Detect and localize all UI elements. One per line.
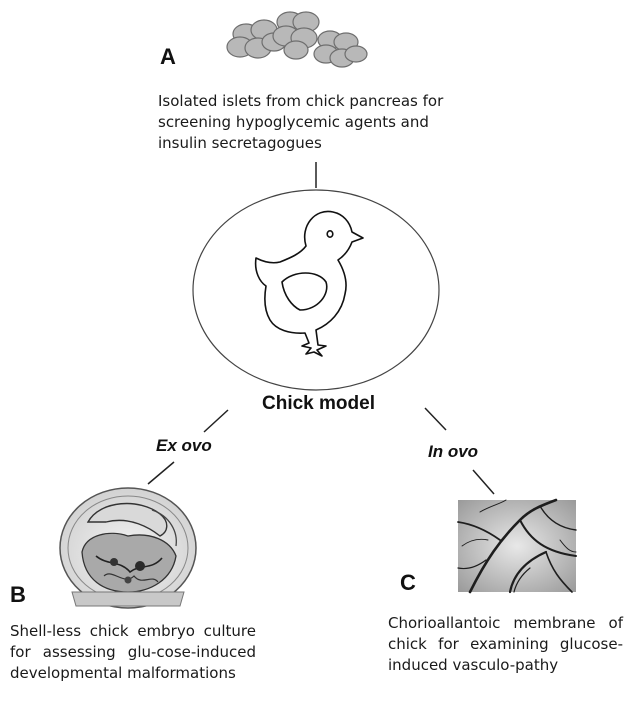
panel-a-caption: Isolated islets from chick pancreas for … bbox=[158, 91, 458, 154]
cam-vasculature-image bbox=[458, 500, 576, 592]
branch-ex-ovo-label: Ex ovo bbox=[156, 436, 212, 456]
panel-c-letter: C bbox=[400, 570, 416, 596]
branch-in-ovo-label: In ovo bbox=[428, 442, 478, 462]
panel-c-caption: Chorioallantoic membrane of chick for ex… bbox=[388, 613, 623, 676]
embryo-culture-image bbox=[60, 488, 196, 608]
panel-b-letter: B bbox=[10, 582, 26, 608]
islet-cluster-icon bbox=[227, 12, 367, 67]
chick-icon bbox=[256, 211, 363, 356]
panel-a-letter: A bbox=[160, 44, 176, 70]
connector-c-lower bbox=[473, 470, 494, 494]
chick-model-label: Chick model bbox=[262, 393, 375, 415]
panel-b-caption: Shell-less chick embryo culture for asse… bbox=[10, 621, 256, 684]
connector-b-lower bbox=[148, 462, 174, 484]
chick-ellipse bbox=[193, 190, 439, 390]
connector-b-upper bbox=[204, 410, 228, 432]
connector-c-upper bbox=[425, 408, 446, 430]
